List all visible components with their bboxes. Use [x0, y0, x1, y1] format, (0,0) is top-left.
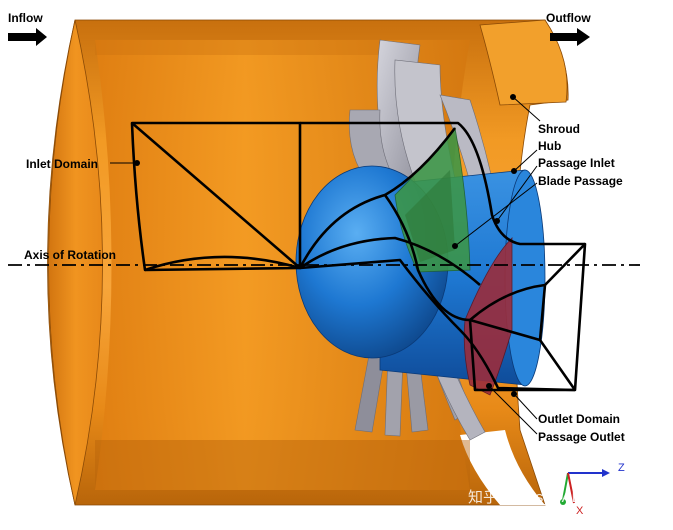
dot-blade-passage [452, 243, 458, 249]
passage-outlet-surface [463, 237, 513, 396]
outlet-domain-outline [468, 242, 587, 392]
triad-z-arrow-icon [602, 469, 610, 477]
leader-shroud [512, 96, 541, 122]
dot-hub [511, 168, 517, 174]
passage-inlet-label: Passage Inlet [538, 156, 615, 170]
blade-passage-label: Blade Passage [538, 174, 623, 188]
inflow-label: Inflow [8, 11, 43, 25]
leader-blade-passage [454, 182, 538, 247]
shroud-label: Shroud [538, 122, 580, 136]
triad-x-label: X [576, 505, 584, 517]
watermark-text: 知乎 @EasyCAE-HPC [468, 489, 618, 506]
inlet-domain-label: Inlet Domain [26, 157, 98, 171]
passage-mid-line-2 [384, 127, 457, 197]
dot-passage-outlet [486, 383, 492, 389]
passage-shroud-curve [300, 121, 585, 246]
shroud-left-endcap [48, 19, 103, 506]
leader-passage-outlet [488, 385, 538, 435]
dot-outlet-domain [511, 391, 517, 397]
outflow-label: Outflow [546, 11, 591, 25]
hub-label: Hub [538, 139, 561, 153]
passage-mid-line-1 [299, 236, 481, 286]
leader-hub [513, 149, 538, 172]
triad-z-label: Z [618, 462, 625, 474]
leader-outlet-domain [513, 393, 538, 420]
shroud-lower-shadow [95, 440, 470, 490]
inflow-indicator: Inflow [8, 11, 47, 46]
shroud-lower-opening [460, 430, 545, 505]
outflow-arrow-icon [550, 28, 590, 46]
dot-passage-inlet [494, 218, 500, 224]
inlet-domain-diagonal [131, 122, 301, 269]
passage-hub-curve-2 [299, 258, 576, 392]
passage-inlet-shade [405, 170, 455, 262]
outlet-domain-label: Outlet Domain [538, 412, 620, 426]
triad-x-axis [567, 472, 575, 504]
outlet-domain-bottom [469, 318, 541, 342]
leader-dots [134, 94, 517, 397]
dot-inlet-domain [134, 160, 140, 166]
triad-y-axis [562, 472, 569, 501]
dot-shroud [510, 94, 516, 100]
leader-passage-inlet [496, 165, 538, 222]
passage-hub-curve [298, 193, 471, 322]
coordinate-triad: Z X [560, 462, 625, 517]
inflow-arrow-icon [8, 28, 47, 46]
passage-outlet-label: Passage Outlet [538, 430, 625, 444]
triad-origin [560, 499, 566, 505]
shroud-shadow-band [95, 40, 380, 55]
domain-wireframe [130, 121, 587, 392]
axis-of-rotation-label: Axis of Rotation [24, 248, 116, 262]
outlet-domain-box-edge [538, 284, 577, 391]
outflow-indicator: Outflow [546, 11, 591, 46]
leader-lines [110, 96, 541, 435]
